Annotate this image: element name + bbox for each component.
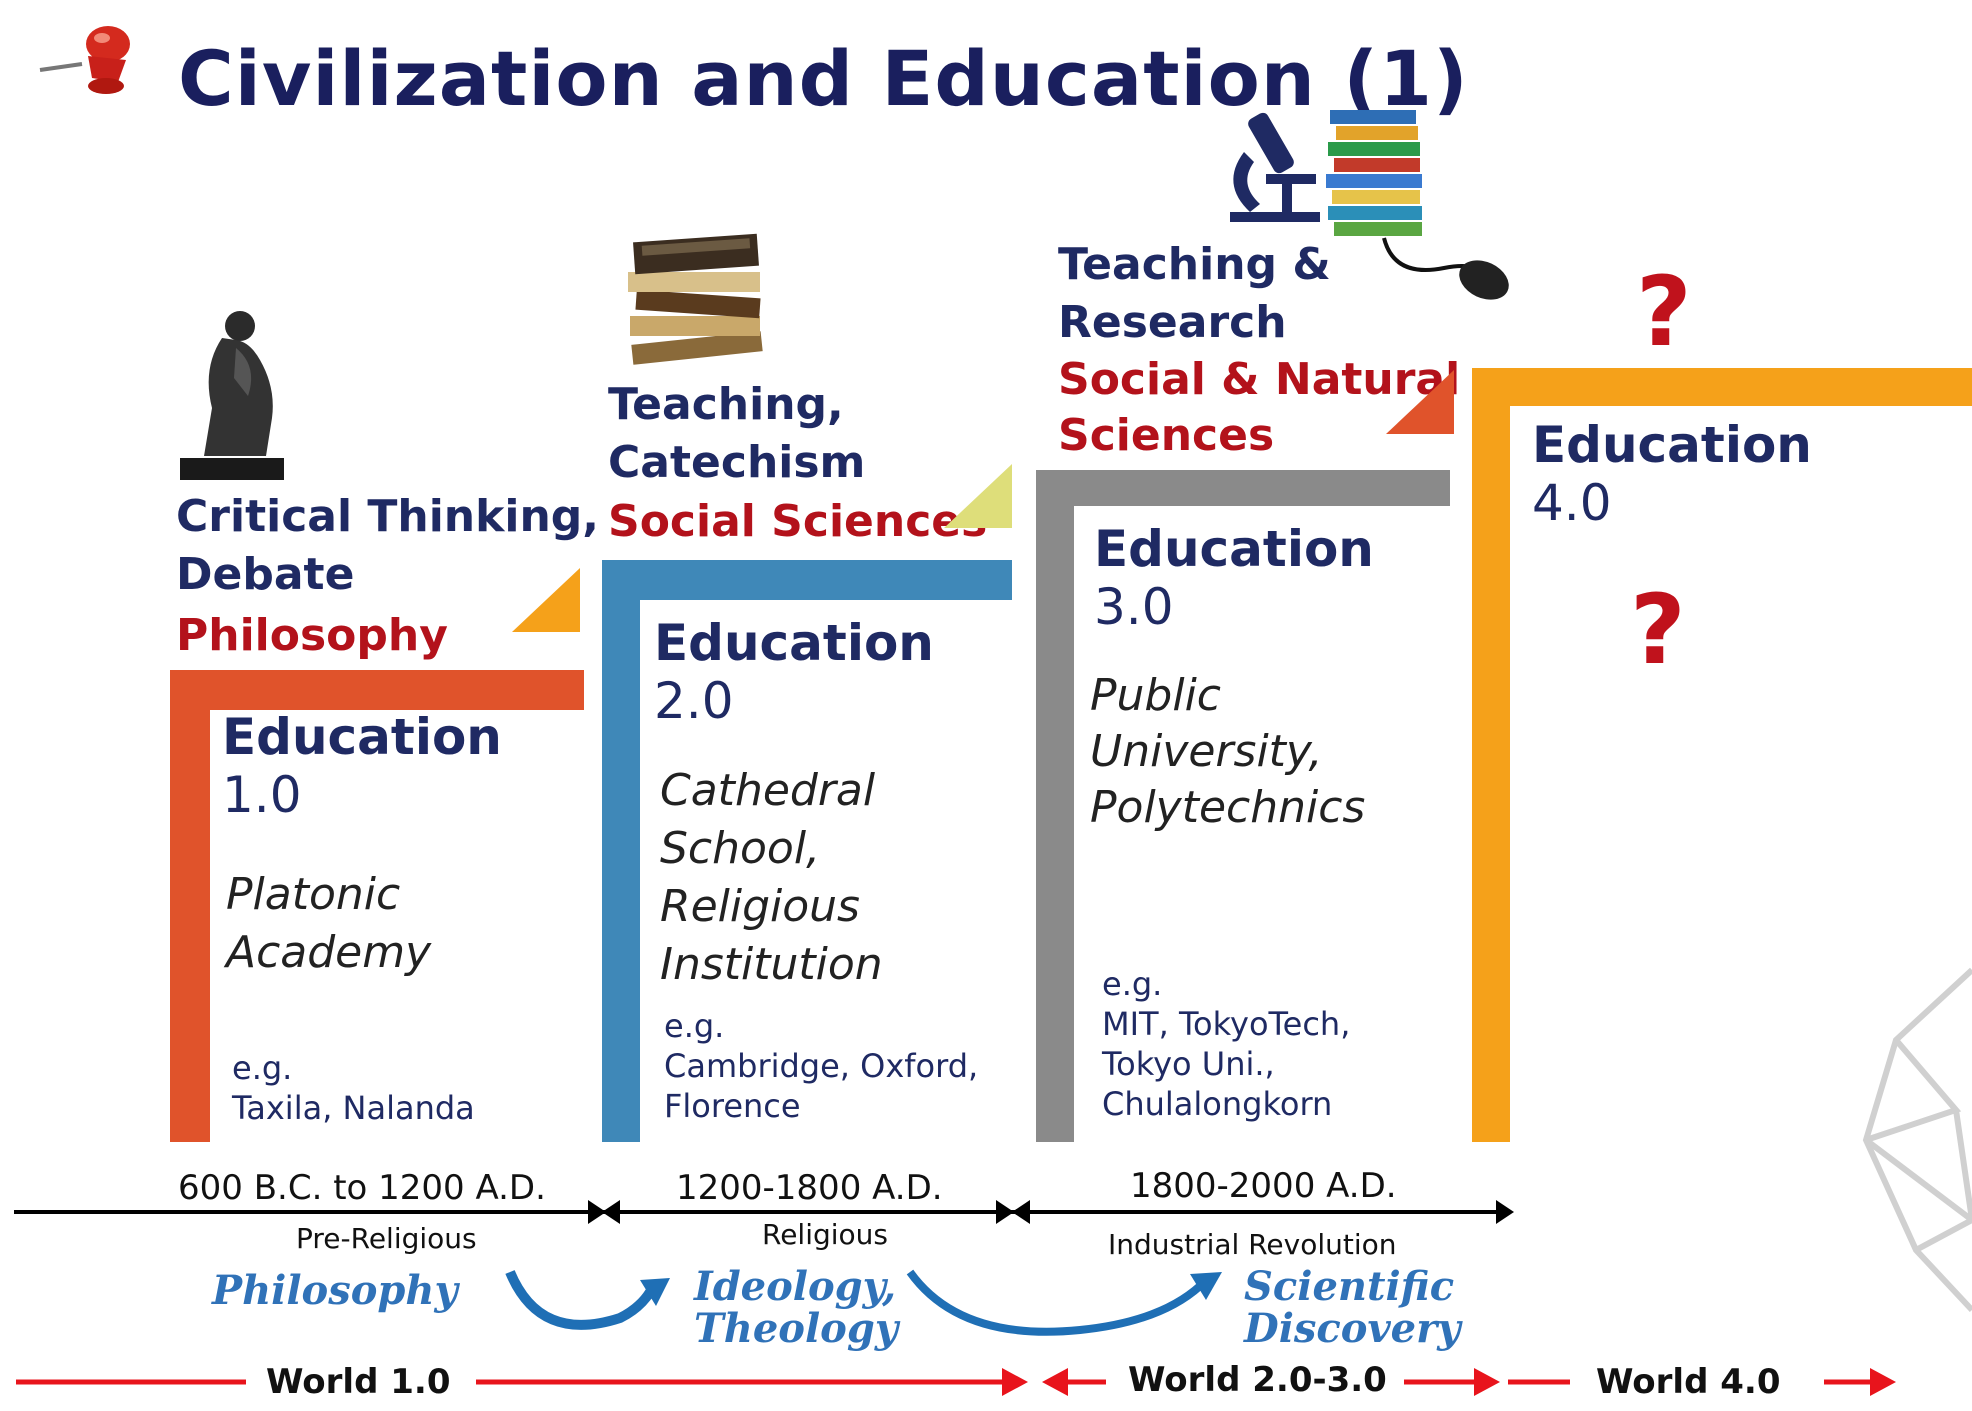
stage1-edu-label: Education [222,708,502,766]
timeline-era-2: Religious [762,1218,888,1251]
stage2-discipline: Social Sciences [608,496,988,547]
paradigm-discovery: Discovery [1244,1305,1461,1352]
stage1-bar-vertical [170,670,210,1142]
stage1-corner-triangle [512,568,580,632]
transition-arrow-2-icon [900,1262,1230,1342]
stage4-bar-horizontal [1472,368,1972,406]
stage3-focus-line2: Research [1058,297,1287,348]
stage2-eg-line2: Florence [664,1087,801,1125]
stage3-inst-line2: University, [1090,726,1323,777]
world-label-2: World 2.0-3.0 [1128,1360,1387,1400]
stage2-edu-label: Education [654,614,934,672]
thinker-statue-icon [176,308,294,480]
stage4-question-mark-bottom: ? [1630,574,1686,686]
pushpin-icon [30,12,150,112]
stage4-edu-version: 4.0 [1532,474,1612,532]
paradigm-scientific: Scientific [1244,1263,1455,1310]
timeline-dates-1: 600 B.C. to 1200 A.D. [178,1168,546,1208]
stage1-inst-line1: Platonic [226,869,401,920]
stage2-inst-line1: Cathedral [660,765,876,816]
timeline-axis [0,1190,1520,1230]
books-stack-icon [612,228,780,372]
stage1-eg-label: e.g. [232,1049,293,1087]
stage4-edu-label: Education [1532,416,1812,474]
stage1-edu-version: 1.0 [222,766,302,824]
books-mouse-icon [1324,98,1514,308]
stage1-bar-horizontal [170,670,584,710]
stage2-corner-triangle [944,464,1012,528]
timeline-era-3: Industrial Revolution [1108,1228,1397,1261]
stage3-eg-line2: Tokyo Uni., [1102,1045,1275,1083]
stage3-bar-horizontal [1036,470,1450,506]
stage2-focus-line2: Catechism [608,437,866,488]
stage3-eg-label: e.g. [1102,965,1163,1003]
stage3-focus-line1: Teaching & [1058,239,1331,290]
stage3-edu-version: 3.0 [1094,578,1174,636]
world-arrows [0,1360,1972,1404]
stage3-discipline-line1: Social & Natural [1058,354,1461,405]
stage4-bar-vertical [1472,368,1510,1142]
transition-arrow-1-icon [500,1262,680,1342]
stage2-bar-horizontal [602,560,1012,600]
world-label-1: World 1.0 [266,1362,451,1402]
stage2-inst-line4: Institution [660,939,883,990]
stage4-question-mark-top: ? [1636,256,1692,368]
lattice-watermark-icon [1836,960,1972,1350]
stage2-bar-vertical [602,560,640,1142]
stage3-corner-triangle [1386,370,1454,434]
stage1-focus-line2: Debate [176,549,355,600]
world-label-3: World 4.0 [1596,1362,1781,1402]
page-title: Civilization and Education (1) [178,34,1469,123]
paradigm-theology: Theology [694,1305,899,1352]
stage2-eg-line1: Cambridge, Oxford, [664,1047,979,1085]
timeline-dates-3: 1800-2000 A.D. [1130,1166,1397,1206]
stage2-eg-label: e.g. [664,1007,725,1045]
stage3-bar-vertical [1036,470,1074,1142]
stage1-inst-line2: Academy [226,927,432,978]
stage1-discipline: Philosophy [176,610,448,661]
timeline-dates-2: 1200-1800 A.D. [676,1168,943,1208]
stage2-inst-line2: School, [660,823,821,874]
stage1-eg-line1: Taxila, Nalanda [232,1089,475,1127]
stage3-discipline-line2: Sciences [1058,410,1275,461]
stage2-inst-line3: Religious [660,881,860,932]
stage2-edu-version: 2.0 [654,672,734,730]
stage3-eg-line1: MIT, TokyoTech, [1102,1005,1351,1043]
stage3-inst-line1: Public [1090,670,1221,721]
stage3-eg-line3: Chulalongkorn [1102,1085,1333,1123]
stage3-edu-label: Education [1094,520,1374,578]
paradigm-philosophy: Philosophy [212,1267,458,1314]
stage2-focus-line1: Teaching, [608,379,844,430]
paradigm-ideology: Ideology, [694,1263,896,1310]
stage1-focus-line1: Critical Thinking, [176,491,599,542]
stage3-inst-line3: Polytechnics [1090,782,1366,833]
microscope-icon [1210,104,1330,228]
timeline-era-1: Pre-Religious [296,1222,477,1255]
